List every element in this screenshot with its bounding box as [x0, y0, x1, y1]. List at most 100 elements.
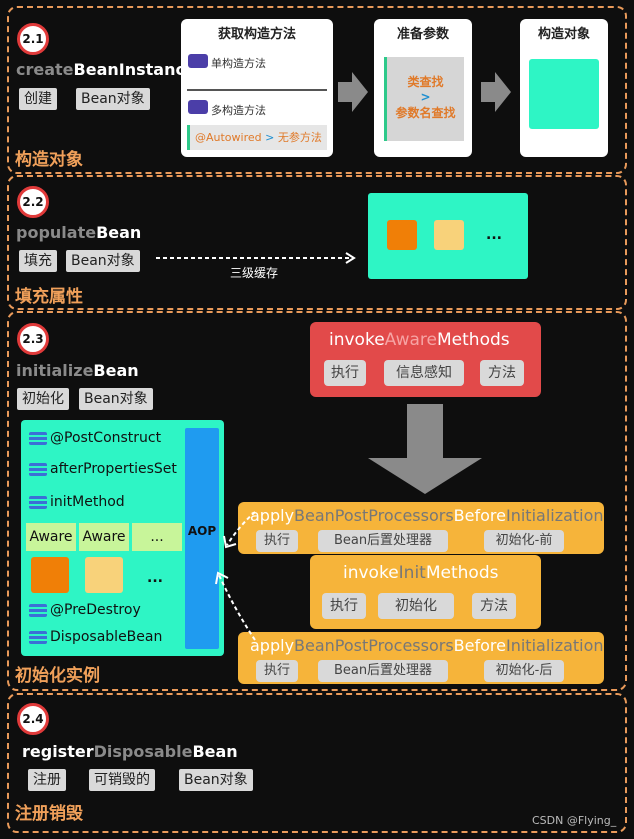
card-get-constructor: 获取构造方法 单构造方法 多构造方法 @Autowired > 无参方法 [181, 19, 333, 157]
step-number-badge: 2.4 [17, 703, 49, 735]
method-prefix: initialize [16, 361, 94, 380]
arrow-right-icon [481, 72, 511, 116]
init-method-row: initMethod [29, 494, 125, 510]
disposable-bean-label: DisposableBean [50, 629, 163, 645]
card-title: 准备参数 [396, 27, 449, 42]
watermark: CSDN @Flying_ [532, 814, 617, 827]
list-icon [29, 431, 47, 445]
pre-destroy-row: @PreDestroy [29, 602, 141, 618]
method-suffix: BeanInstance [73, 60, 196, 79]
field-box-orange [31, 557, 69, 593]
object-box [529, 59, 599, 129]
card-title: 获取构造方法 [217, 27, 296, 42]
method-name: createBeanInstance [16, 60, 196, 79]
method-name: populateBean [16, 223, 141, 242]
section-initialize-bean [7, 311, 627, 691]
section-create-bean-instance [7, 6, 627, 174]
apply-before-initialization-box: applyBeanPostProcessorsBeforeInitializat… [238, 502, 604, 554]
section-title: 初始化实例 [15, 666, 100, 686]
method-word: Methods [437, 330, 510, 350]
autowired-label: @Autowired [195, 131, 262, 144]
gt-symbol: > [420, 90, 431, 104]
pill-execute: 执行 [322, 593, 366, 619]
method-word-highlight: Aware [384, 330, 438, 350]
class-lookup-label: 类查找 [407, 75, 444, 89]
disposable-bean-row: DisposableBean [29, 629, 162, 645]
more-fields: ... [147, 570, 163, 586]
tag-populate: 填充 [19, 250, 57, 272]
single-constructor-icon [188, 54, 208, 68]
pill-bean-post-processor: Bean后置处理器 [318, 530, 448, 552]
method-word-highlight: Init [398, 563, 426, 583]
tag-bean-object: Bean对象 [76, 88, 150, 110]
method-prefix: populate [16, 223, 97, 242]
method-word: Before [453, 636, 506, 655]
multi-constructor-icon [188, 100, 208, 114]
pill-after-init: 初始化-后 [484, 660, 564, 682]
tag-register: 注册 [28, 769, 66, 791]
method-word-highlight: BeanPostProcessors [294, 506, 454, 525]
pill-method: 方法 [472, 593, 516, 619]
step-number-badge: 2.3 [17, 323, 49, 355]
field-box-orange [387, 220, 417, 250]
autowired-box: @Autowired > 无参方法 [187, 125, 327, 150]
method-title: applyBeanPostProcessorsBeforeInitializat… [250, 636, 604, 655]
dashed-arrows-to-aop [205, 500, 265, 654]
step-number-badge: 2.1 [17, 23, 49, 55]
tag-bean-object: Bean对象 [79, 388, 153, 410]
aware-box-1: Aware [26, 523, 76, 551]
gt-symbol: > [265, 131, 275, 144]
dashed-arrow [156, 250, 361, 269]
pill-method: 方法 [480, 360, 524, 386]
apply-after-initialization-box: applyBeanPostProcessorsBeforeInitializat… [238, 632, 604, 684]
section-title: 构造对象 [15, 150, 83, 170]
arrow-down-icon [365, 404, 485, 500]
aware-more: ... [132, 523, 182, 551]
aop-label: AOP [187, 524, 217, 538]
pill-execute: 执行 [324, 360, 366, 386]
method-word: invoke [343, 563, 399, 583]
section-title: 填充属性 [15, 287, 83, 307]
tag-bean-object: Bean对象 [66, 250, 140, 272]
method-name: initializeBean [16, 361, 139, 380]
pill-bean-post-processor: Bean后置处理器 [318, 660, 448, 682]
noarg-label: 无参方法 [277, 131, 322, 144]
single-constructor-label: 单构造方法 [211, 57, 266, 70]
aop-bar: AOP [185, 428, 219, 649]
pill-execute: 执行 [256, 530, 298, 552]
invoke-init-methods-box: invokeInitMethods 执行 初始化 方法 [310, 555, 541, 629]
pill-info-aware: 信息感知 [384, 360, 464, 386]
multi-constructor-label: 多构造方法 [211, 104, 266, 117]
method-name: registerDisposableBean [22, 742, 238, 761]
method-word-highlight: Initialization [505, 636, 604, 655]
method-word-highlight: Disposable [93, 742, 193, 761]
method-word: invoke [329, 330, 385, 350]
pill-initialize: 初始化 [378, 593, 454, 619]
list-icon [29, 462, 47, 476]
param-name-lookup-label: 参数名查找 [395, 106, 456, 120]
method-title: invokeAwareMethods [329, 330, 510, 350]
tag-disposable: 可销毁的 [89, 769, 155, 791]
section-title: 注册销毁 [15, 804, 83, 824]
section-register-disposable-bean [7, 693, 627, 833]
method-suffix: Bean [96, 223, 142, 242]
pill-execute: 执行 [256, 660, 298, 682]
list-icon [29, 603, 47, 617]
method-title: invokeInitMethods [343, 563, 498, 583]
method-prefix: create [16, 60, 74, 79]
step-number-badge: 2.2 [17, 186, 49, 218]
bean-lifecycle-box: @PostConstruct afterPropertiesSet initMe… [21, 420, 224, 656]
init-method-label: initMethod [50, 494, 125, 510]
method-word-highlight: Initialization [505, 506, 604, 525]
method-word-highlight: BeanPostProcessors [294, 636, 454, 655]
arrow-right-icon [338, 72, 368, 116]
divider [187, 89, 327, 91]
method-word: apply [250, 636, 295, 655]
method-suffix: Bean [93, 361, 139, 380]
method-title: applyBeanPostProcessorsBeforeInitializat… [250, 506, 604, 525]
tag-bean-object: Bean对象 [179, 769, 253, 791]
card-construct-object: 构造对象 [520, 19, 608, 157]
field-box-yellow [85, 557, 123, 593]
more-fields: ... [486, 227, 502, 243]
card-prepare-params: 准备参数 类查找 > 参数名查找 [374, 19, 472, 157]
